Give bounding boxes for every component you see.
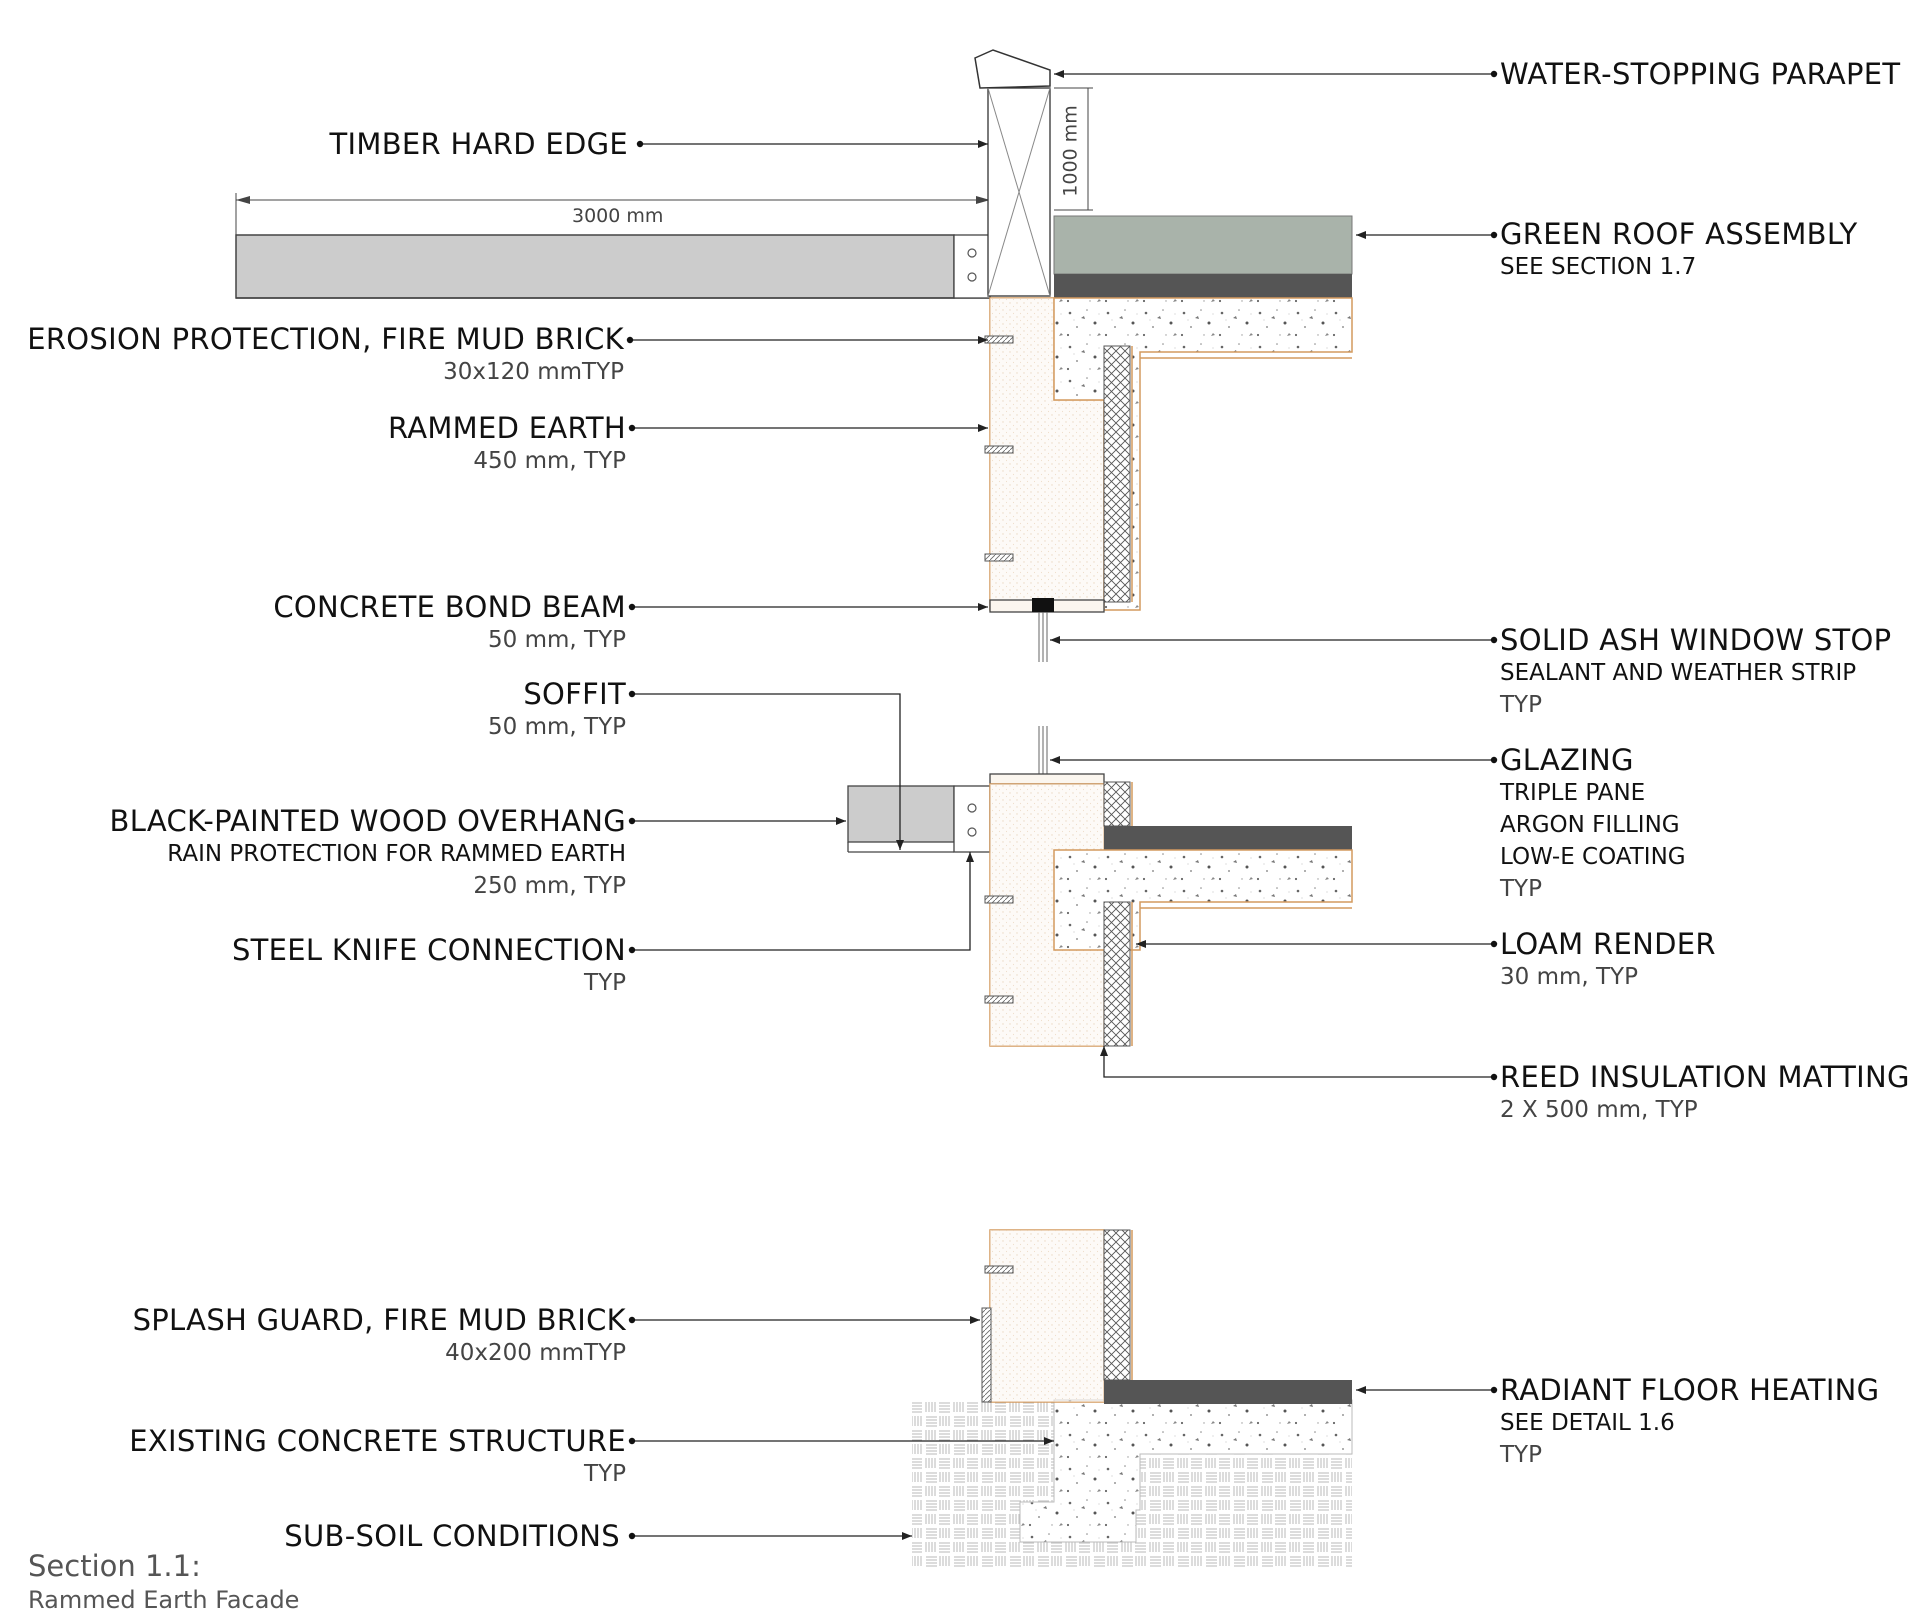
label-splash-guard: SPLASH GUARD, FIRE MUD BRICK 40x200 mmTY… [132,1303,626,1366]
green-roof-layer [1053,215,1353,275]
erosion-brick [984,995,1014,1004]
timber-overhang-top [235,234,955,299]
floor-slab-mid [1053,849,1353,951]
head-beam [989,773,1105,785]
label-erosion-protection: EROSION PROTECTION, FIRE MUD BRICK 30x12… [27,322,624,385]
wood-overhang [847,785,955,843]
existing-concrete [1019,1399,1353,1543]
label-rammed-earth: RAMMED EARTH 450 mm, TYP [387,411,626,474]
reed-insulation-mid-a [1103,781,1131,827]
knife-plate-mid [953,785,991,853]
floor-heating-mid [1104,826,1352,850]
reed-insulation-mid-b [1103,901,1131,1047]
parapet-cap [974,49,1051,89]
label-bond-beam: CONCRETE BOND BEAM 50 mm, TYP [273,590,626,653]
label-reed-insulation: REED INSULATION MATTING 2 X 500 mm, TYP [1500,1060,1910,1123]
caption-title: Section 1.1: [28,1549,201,1583]
erosion-brick [984,1265,1014,1274]
caption-subtitle: Rammed Earth Facade [28,1586,300,1614]
erosion-brick [984,335,1014,344]
knife-plate-top [953,234,991,299]
window-stop-top [1032,598,1054,612]
splash-guard [981,1307,992,1403]
label-loam-render: LOAM RENDER 30 mm, TYP [1500,927,1716,990]
label-parapet: WATER-STOPPING PARAPET [1500,57,1901,91]
reed-insulation-lower [1103,1229,1131,1381]
dim-overhang-length: 3000 mm [572,205,664,227]
reed-insulation-upper [1103,345,1131,603]
erosion-brick [984,895,1014,904]
label-timber-hard-edge: TIMBER HARD EDGE [329,127,628,161]
label-steel-knife: STEEL KNIFE CONNECTION TYP [231,933,626,996]
label-green-roof: GREEN ROOF ASSEMBLY SEE SECTION 1.7 [1500,217,1858,280]
erosion-brick [984,553,1014,562]
radiant-floor [1104,1380,1352,1404]
label-window-stop: SOLID ASH WINDOW STOP SEALANT AND WEATHE… [1500,623,1892,718]
label-soffit: SOFFIT 50 mm, TYP [488,677,626,740]
label-existing-concrete: EXISTING CONCRETE STRUCTURE TYP [129,1424,626,1487]
dim-parapet-height: 1000 mm [1059,105,1082,197]
label-wood-overhang: BLACK-PAINTED WOOD OVERHANG RAIN PROTECT… [109,804,626,899]
label-glazing: GLAZING TRIPLE PANE ARGON FILLING LOW-E … [1500,743,1686,902]
label-sub-soil: SUB-SOIL CONDITIONS [284,1519,620,1553]
green-roof-membrane [1054,274,1352,298]
label-radiant-floor: RADIANT FLOOR HEATING SEE DETAIL 1.6 TYP [1500,1373,1880,1468]
erosion-brick [984,445,1014,454]
section-caption: Section 1.1: Rammed Earth Facade [28,1548,299,1616]
